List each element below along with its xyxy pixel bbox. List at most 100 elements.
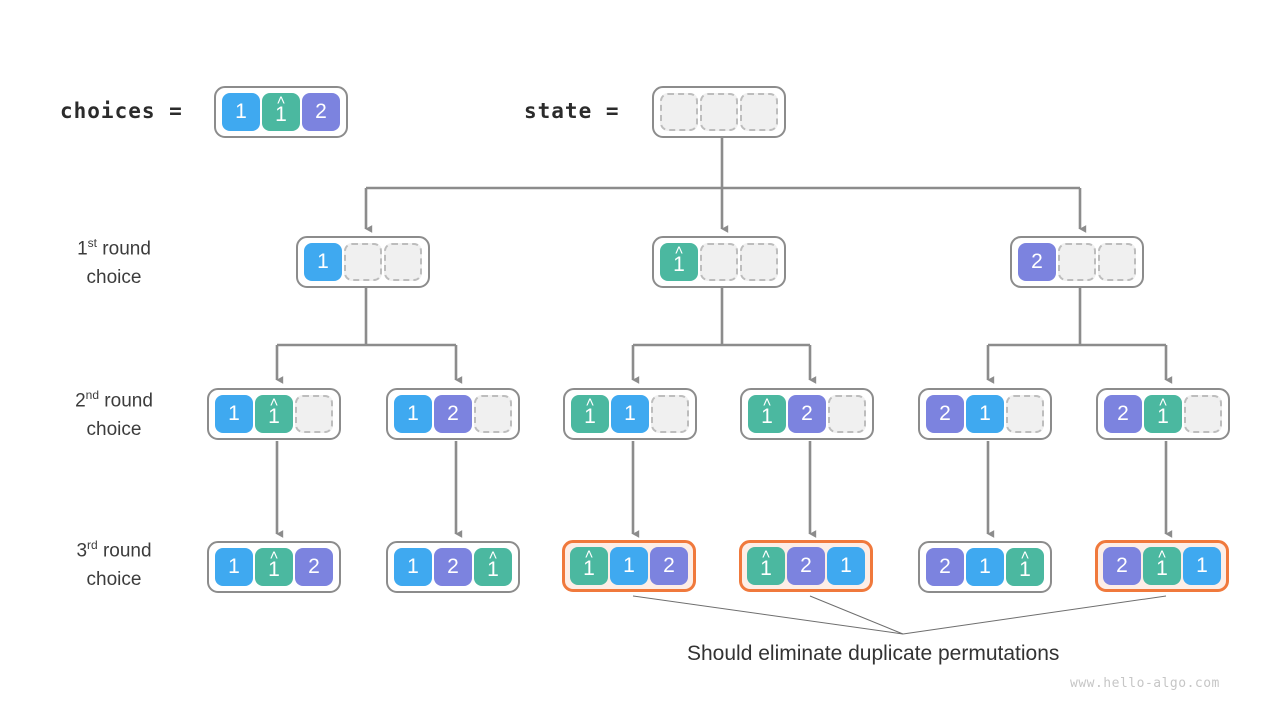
array-cell-value: 2: [926, 548, 964, 586]
array-cell-empty: [295, 395, 333, 433]
array-cell-text: 1: [228, 402, 240, 425]
array-cell-value: 1: [215, 548, 253, 586]
circumflex-icon: ˄: [1157, 546, 1167, 563]
array-cell-value: 1: [304, 243, 342, 281]
array-cell-text: 1: [624, 402, 636, 425]
array-cell-text: 1: [268, 558, 280, 581]
state-array[interactable]: ˄1: [652, 236, 786, 288]
array-cell-value: 1: [394, 395, 432, 433]
duplicate-permutations-annotation: Should eliminate duplicate permutations: [687, 642, 1060, 665]
array-cell-value: 1: [1183, 547, 1221, 585]
array-cell-text: 1: [840, 554, 852, 577]
level2-node-5[interactable]: 2˄1: [1096, 388, 1230, 440]
level1-node-2[interactable]: 2: [1010, 236, 1144, 288]
state-array[interactable]: 2˄1: [1096, 388, 1230, 440]
row3-caption-line2: choice: [86, 568, 142, 590]
row3-ordinal-number: 3: [76, 540, 88, 562]
array-cell-text: 2: [308, 555, 320, 578]
array-cell-value: 1: [610, 547, 648, 585]
level2-node-0[interactable]: 1˄1: [207, 388, 341, 440]
array-cell-text: 1: [979, 402, 991, 425]
level1-node-0[interactable]: 1: [296, 236, 430, 288]
level2-node-3[interactable]: ˄1 2: [740, 388, 874, 440]
level3-node-5[interactable]: 2 ˄1 1: [1095, 540, 1229, 592]
array-cell-text: 1: [235, 100, 247, 123]
level1-node-1[interactable]: ˄1: [652, 236, 786, 288]
array-cell-text: 1: [623, 554, 635, 577]
row1-ordinal-number: 1: [77, 238, 88, 260]
circumflex-icon: ˄: [488, 547, 498, 564]
array-cell-text: 1: [317, 250, 329, 273]
array-cell-value: 1: [966, 548, 1004, 586]
array-cell-value: 1: [222, 93, 260, 131]
array-cell-text: 1: [1196, 554, 1208, 577]
array-cell-value: 1: [394, 548, 432, 586]
row-caption-round-3: 3rd round choice: [24, 536, 204, 594]
state-array[interactable]: 2: [1010, 236, 1144, 288]
array-cell-text: 1: [407, 555, 419, 578]
hat-number: ˄1: [760, 547, 772, 580]
array-cell-value-hat: ˄1: [748, 395, 786, 433]
array-cell-empty: [660, 93, 698, 131]
row3-caption-rest: round: [97, 540, 152, 562]
array-cell-text: 1: [760, 557, 772, 580]
array-cell-text: 2: [939, 555, 951, 578]
array-cell-value-hat: ˄1: [1006, 548, 1044, 586]
circumflex-icon: ˄: [269, 394, 279, 411]
state-array[interactable]: 1˄1: [207, 388, 341, 440]
array-cell-empty: [651, 395, 689, 433]
array-cell-empty: [828, 395, 866, 433]
circumflex-icon: ˄: [761, 546, 771, 563]
array-cell-value-hat: ˄1: [1143, 547, 1181, 585]
array-cell-text: 2: [800, 554, 812, 577]
array-cell-text: 1: [584, 405, 596, 428]
state-array-highlighted[interactable]: 2 ˄1 1: [1095, 540, 1229, 592]
array-cell-empty: [1184, 395, 1222, 433]
array-cell-value: 1: [966, 395, 1004, 433]
array-cell-value-hat: ˄1: [474, 548, 512, 586]
hat-number: ˄1: [275, 93, 287, 125]
circumflex-icon: ˄: [276, 92, 286, 109]
array-cell-value-hat: ˄1: [570, 547, 608, 585]
array-cell-text: 2: [1116, 554, 1128, 577]
hat-number: ˄1: [268, 395, 280, 428]
array-cell-text: 1: [1019, 558, 1031, 581]
hat-number: ˄1: [1156, 547, 1168, 579]
array-cell-empty: [384, 243, 422, 281]
array-cell-text: 1: [761, 405, 773, 428]
state-array[interactable]: 1: [296, 236, 430, 288]
array-cell-text: 2: [801, 402, 813, 425]
state-array[interactable]: ˄1 2: [740, 388, 874, 440]
array-cell-value-hat: ˄1: [660, 243, 698, 281]
array-cell-empty: [474, 395, 512, 433]
circumflex-icon: ˄: [584, 546, 594, 563]
hat-number: ˄1: [1157, 395, 1169, 427]
row-caption-round-2: 2nd round choice: [24, 386, 204, 444]
array-cell-text: 1: [407, 402, 419, 425]
array-cell-text: 1: [268, 405, 280, 428]
array-cell-value-hat: ˄1: [262, 93, 300, 131]
array-cell-value: 1: [827, 547, 865, 585]
array-cell-value: 2: [295, 548, 333, 586]
array-cell-empty: [1058, 243, 1096, 281]
